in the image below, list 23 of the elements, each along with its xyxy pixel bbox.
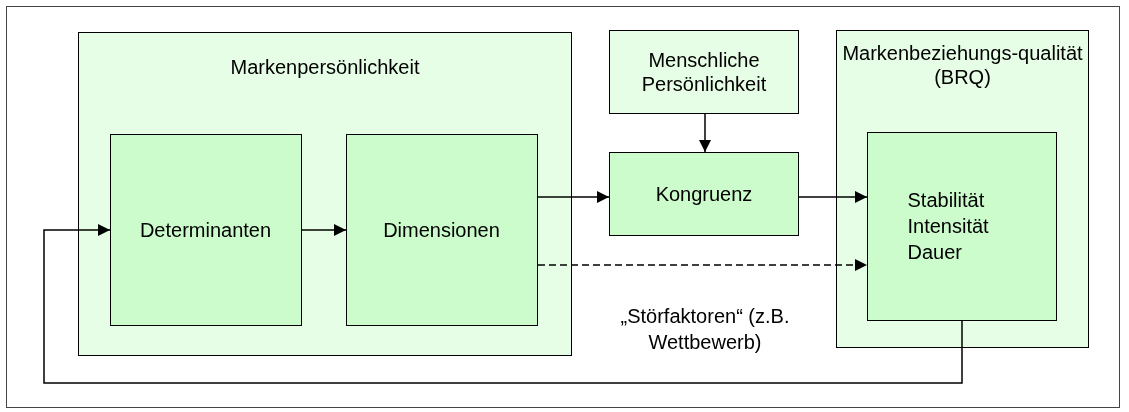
box-label: Stabilität: [907, 188, 985, 213]
box-label: Determinanten: [139, 217, 272, 242]
process-box: [609, 152, 799, 236]
arrow: [537, 191, 610, 203]
process-box: [345, 133, 538, 326]
arrow: [798, 191, 868, 203]
group-box: [78, 32, 572, 356]
arrow: [699, 113, 711, 153]
process-box: [109, 133, 302, 326]
box-label: Menschliche Persönlichkeit: [640, 48, 768, 96]
group-heading: Markenbeziehungs-qualität (BRQ): [841, 41, 1084, 89]
box-label: Dimensionen: [383, 217, 500, 242]
box-label: Intensität: [907, 214, 989, 239]
process-box: [609, 30, 799, 114]
box-label: Kongruenz: [655, 182, 753, 206]
box-label: Dauer: [907, 240, 962, 265]
arrow: [301, 224, 347, 236]
arrow: [537, 259, 868, 271]
group-box: [836, 30, 1089, 348]
process-box: [866, 131, 1057, 321]
group-heading: Markenpersönlichkeit: [229, 55, 421, 79]
note-text: „Störfaktoren“ (z.B. Wettbewerb): [619, 304, 791, 355]
arrow: [43, 224, 963, 384]
